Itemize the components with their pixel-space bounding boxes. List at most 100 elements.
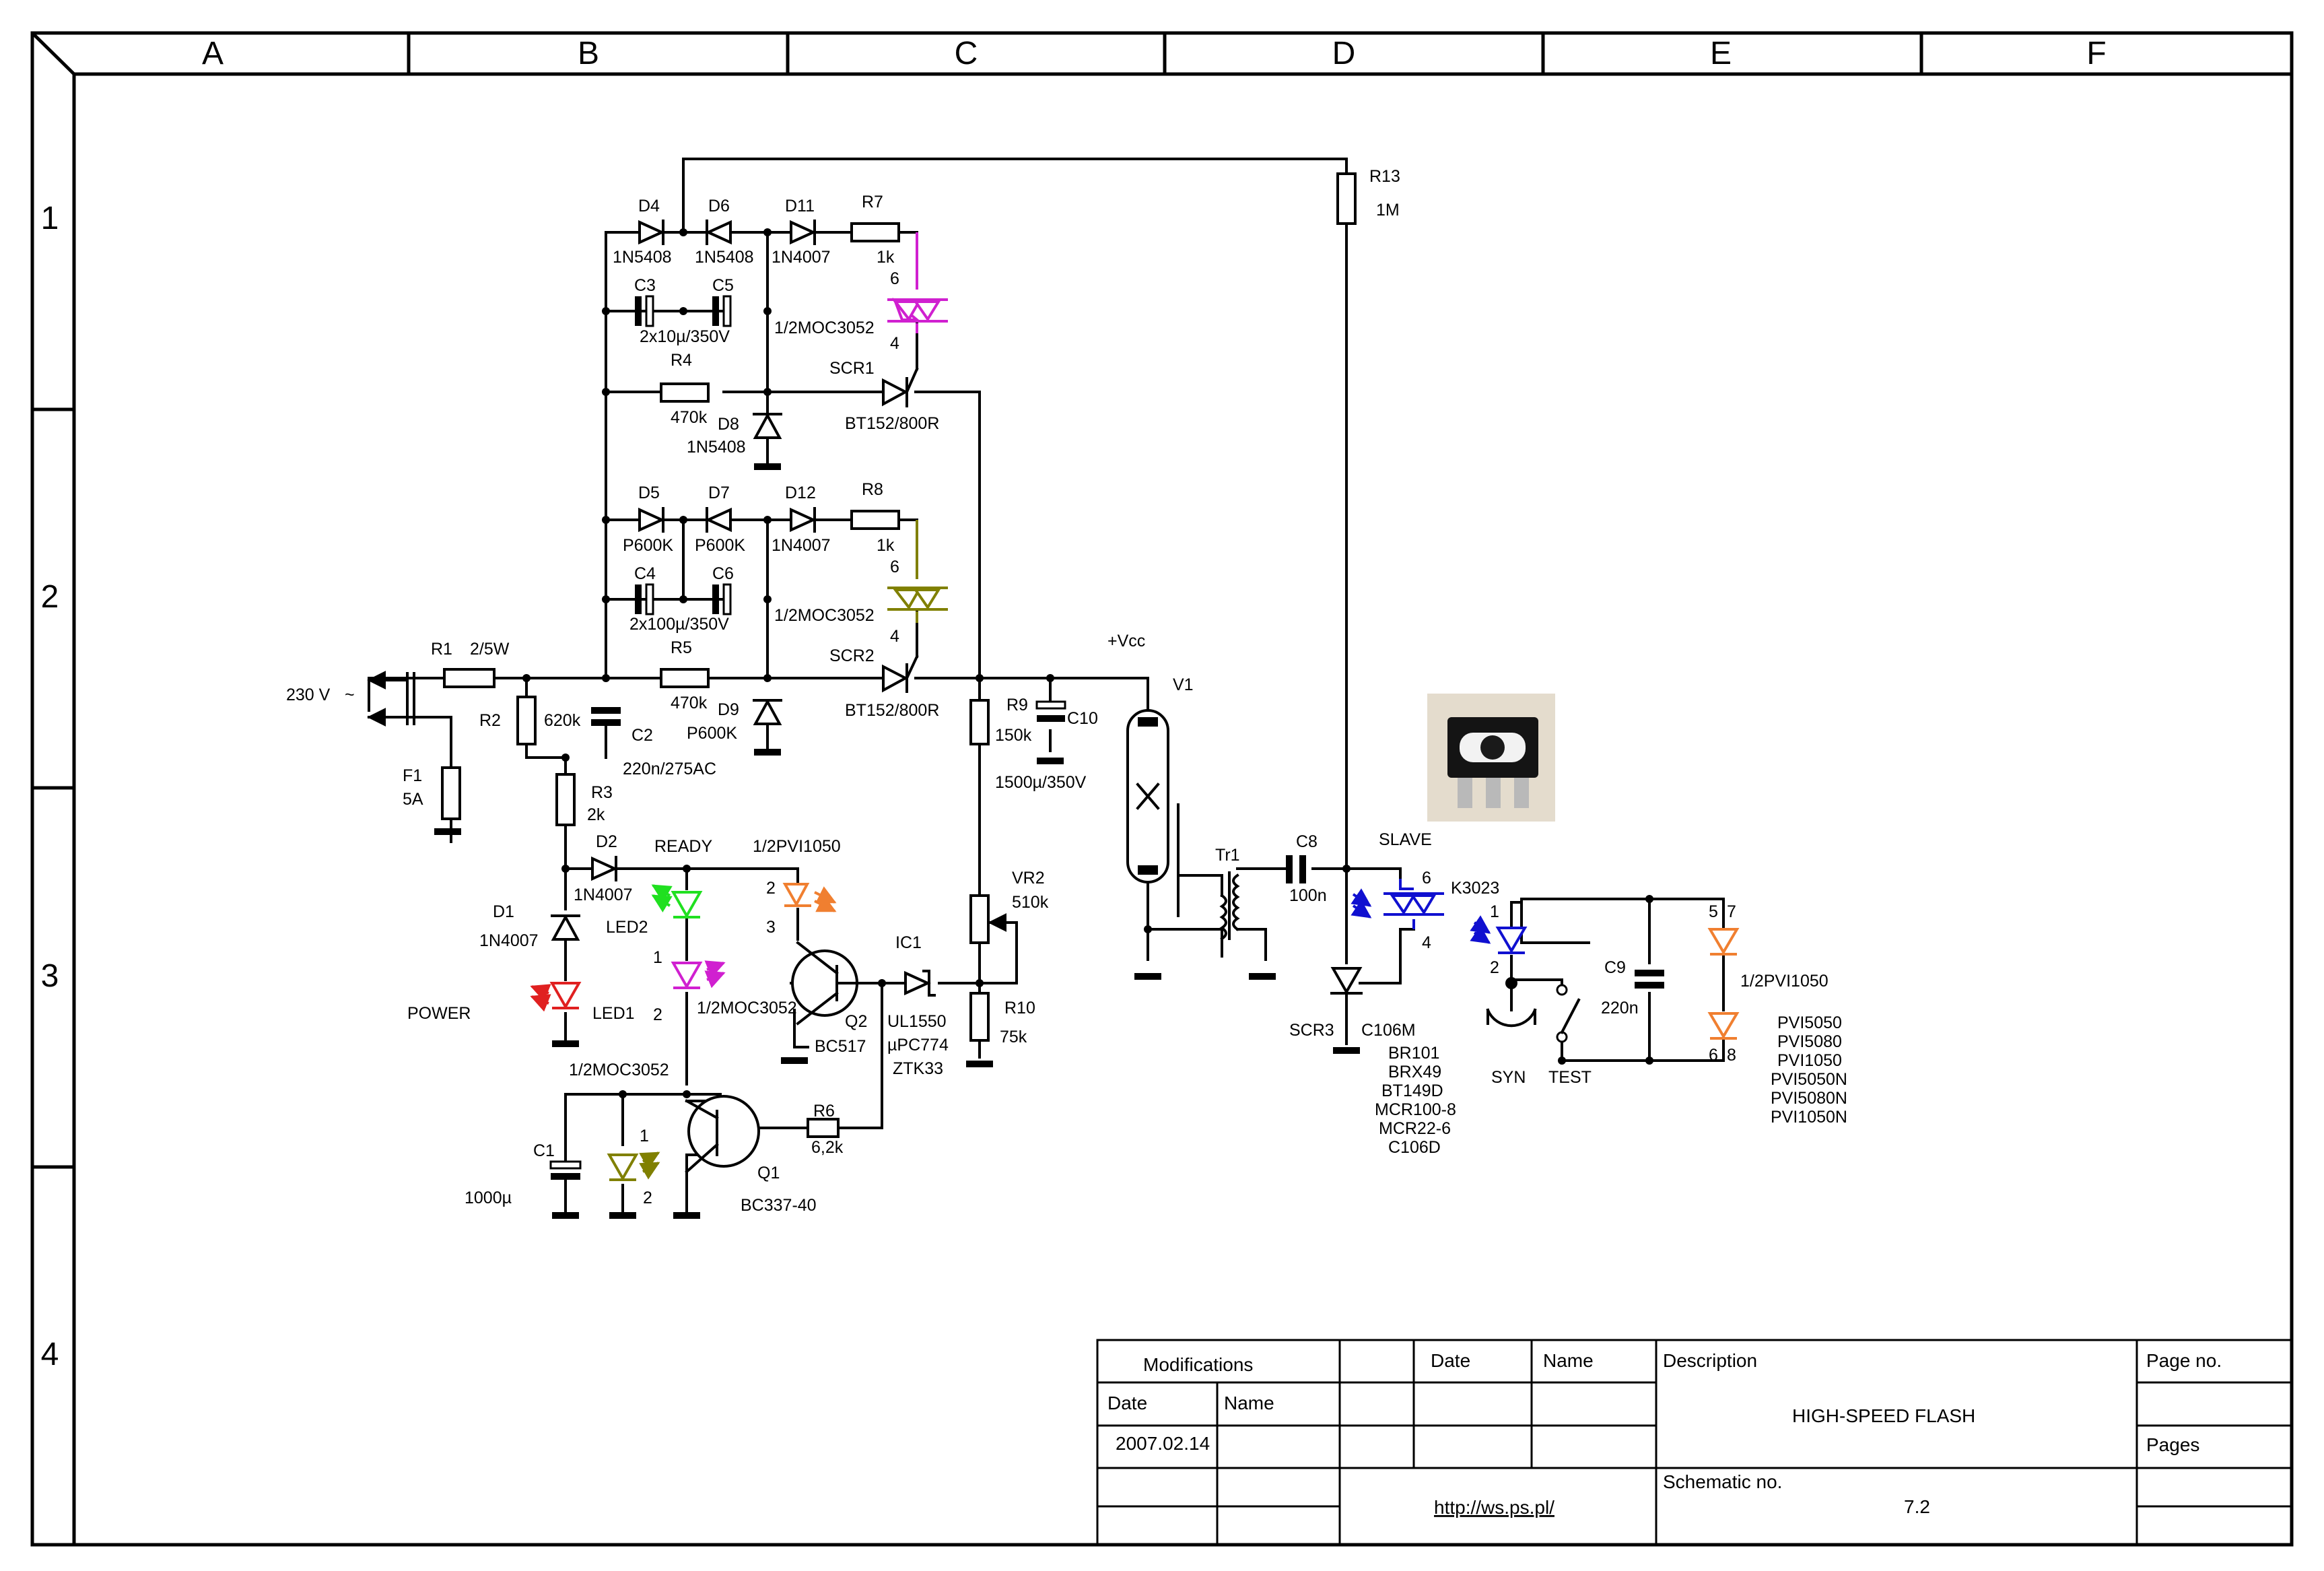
label-scr3-alt-1: BR101 (1388, 1044, 1439, 1063)
test-switch (1556, 984, 1581, 1043)
diode-d7 (705, 507, 732, 533)
title-block: Modifications Date Name 2007.02.14 Date … (1096, 1339, 2293, 1546)
mains-input (367, 671, 452, 727)
label-tr1-ref: Tr1 (1215, 846, 1240, 865)
label-r4-value: 470k (671, 408, 708, 427)
label-d12-ref: D12 (785, 483, 816, 502)
led-moc-low (607, 1151, 660, 1182)
label-c1-ref: C1 (533, 1141, 555, 1160)
title-block-schematic-no-header: Schematic no. (1663, 1471, 1782, 1492)
title-block-date-header: Date (1107, 1393, 1147, 1413)
label-pvi-right-pin-6: 6 (1709, 1046, 1718, 1065)
diode-d2 (591, 856, 618, 881)
label-moc-mid-pin-4: 4 (890, 627, 899, 646)
label-k3023-led-pin-1: 1 (1490, 902, 1499, 921)
resistor-r6 (807, 1118, 840, 1138)
label-c10-ref: C10 (1067, 709, 1098, 728)
label-d8-value: 1N5408 (687, 438, 746, 457)
label-k3023-part: K3023 (1451, 879, 1499, 898)
label-r1-ref: R1 (431, 640, 452, 659)
label-d2-value: 1N4007 (574, 885, 633, 904)
label-mains-ac-symbol: ~ (345, 686, 355, 704)
row-label-1: 1 (41, 201, 59, 236)
label-d12-value: 1N4007 (772, 536, 831, 555)
ground-symbols (434, 463, 1360, 1219)
photovoltaic-pvi-right (1707, 928, 1740, 1040)
label-c2-ref: C2 (631, 726, 653, 745)
label-r2-value: 620k (544, 711, 581, 730)
label-moc-low-pin-1: 1 (640, 1127, 649, 1145)
label-scr3-alt-6: C106D (1388, 1138, 1441, 1157)
capacitor-c8 (1286, 855, 1306, 883)
label-c4-ref: C4 (634, 564, 656, 583)
diode-d8 (753, 391, 782, 465)
label-r8-ref: R8 (862, 480, 883, 499)
diode-d6 (705, 220, 732, 245)
label-r7-ref: R7 (862, 193, 883, 211)
row-label-2: 2 (41, 579, 59, 615)
capacitor-c9 (1635, 970, 1664, 989)
label-r13-value: 1M (1376, 201, 1400, 220)
label-c10-value: 1500µ/350V (995, 773, 1087, 792)
label-scr3-alt-3: BT149D (1381, 1081, 1443, 1100)
label-r6-ref: R6 (813, 1102, 835, 1121)
resistor-r7 (850, 222, 900, 242)
title-block-mod-date: 2007.02.14 (1116, 1433, 1210, 1454)
optotriac-k3023 (1351, 879, 1444, 929)
label-c3c5-value: 2x10µ/350V (640, 327, 730, 346)
optotriac-moc-top (887, 232, 948, 333)
resistor-r5 (660, 668, 710, 688)
label-c6-ref: C6 (712, 564, 734, 583)
column-label-d: D (1332, 36, 1356, 71)
label-c2-value: 220n/275AC (623, 760, 716, 778)
label-r4-ref: R4 (671, 351, 692, 370)
label-c8-ref: C8 (1296, 832, 1318, 851)
diode-d4 (605, 220, 685, 245)
title-block-pages-header: Pages (2146, 1434, 2199, 1455)
sync-socket (1486, 977, 1537, 1028)
label-d5-value: P600K (623, 536, 673, 555)
photovoltaic-pvi-left (782, 883, 837, 912)
resistor-r3 (555, 773, 576, 826)
label-pvi-right-pin-7: 7 (1727, 902, 1736, 921)
label-d1-value: 1N4007 (479, 931, 539, 950)
column-label-b: B (578, 36, 599, 71)
label-r5-ref: R5 (671, 638, 692, 657)
potentiometer-vr2 (969, 894, 1007, 944)
label-moc-mid-part: 1/2MOC3052 (774, 606, 875, 625)
transistor-q1 (685, 1095, 760, 1213)
label-scr1-value: BT152/800R (845, 414, 939, 433)
label-pvi-list-1: PVI5050 (1777, 1013, 1842, 1032)
label-moc-led-pin-1: 1 (653, 948, 662, 967)
column-label-e: E (1710, 36, 1732, 71)
diode-d9 (753, 698, 782, 750)
label-d11-value: 1N4007 (772, 248, 831, 267)
resistor-r10 (969, 992, 990, 1042)
label-d8-ref: D8 (718, 415, 739, 434)
label-q2-ref: Q2 (845, 1012, 867, 1031)
label-d9-value: P600K (687, 724, 737, 743)
diode-d1 (551, 914, 580, 941)
label-r13-ref: R13 (1369, 167, 1400, 186)
label-moc-top-pin-4: 4 (890, 334, 899, 353)
diode-d5 (638, 507, 665, 533)
label-pvi-left-pin-2: 2 (766, 879, 776, 898)
label-c1-value: 1000µ (465, 1189, 512, 1207)
label-moc-low-part: 1/2MOC3052 (569, 1061, 669, 1079)
transistor-q2 (791, 941, 858, 1026)
label-pvi-list-5: PVI5080N (1771, 1089, 1847, 1108)
label-f1-ref: F1 (403, 766, 422, 785)
label-moc-mid-pin-6: 6 (890, 558, 899, 576)
label-mains: 230 V (286, 686, 331, 704)
label-moc-led-pin-2: 2 (653, 1005, 662, 1024)
label-r2-ref: R2 (479, 711, 501, 730)
label-pvi-list-4: PVI5050N (1771, 1070, 1847, 1089)
label-pvi-left-part: 1/2PVI1050 (753, 837, 841, 856)
label-moc-led-part: 1/2MOC3052 (697, 999, 797, 1017)
label-scr3-alt-2: BRX49 (1388, 1063, 1441, 1081)
label-syn: SYN (1491, 1068, 1526, 1087)
label-scr2-ref: SCR2 (829, 646, 875, 665)
title-block-url-link[interactable]: http://ws.ps.pl/ (1434, 1497, 1554, 1518)
label-scr3-value: C106M (1361, 1021, 1416, 1040)
